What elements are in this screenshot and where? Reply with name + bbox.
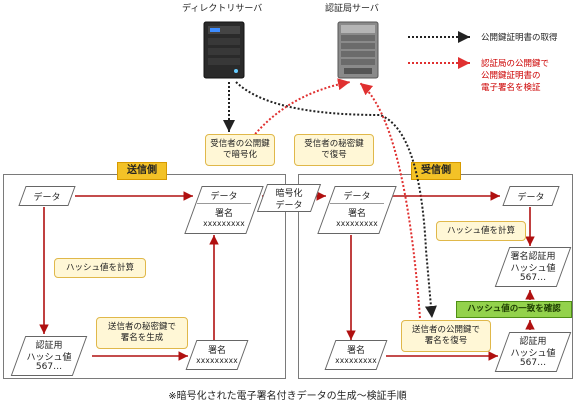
legend-red-line-1: 認証局の公開鍵で	[481, 59, 550, 69]
note-hash-calc-sender: ハッシュ値を計算	[54, 258, 146, 278]
sender-signature: 署名 xxxxxxxxx	[185, 340, 249, 370]
shape-label: 署名	[207, 346, 226, 356]
sender-auth-hash: 認証用 ハッシュ値 567…	[10, 336, 88, 376]
note-line: で復号	[321, 150, 347, 160]
shape-label: 暗号化	[275, 189, 303, 199]
shape-label: 署名	[346, 346, 365, 356]
note-decrypt-with-receiver-private-key: 受信者の秘密鍵 で復号	[294, 134, 374, 166]
shape-label: 署名認証用	[510, 252, 556, 262]
note-encrypt-with-receiver-public-key: 受信者の公開鍵 で暗号化	[205, 134, 275, 166]
shape-label: 567…	[519, 273, 547, 283]
receiver-signature: 署名 xxxxxxxxx	[324, 340, 388, 370]
shape-label: xxxxxxxxx	[196, 356, 238, 365]
shape-label: 認証用	[519, 337, 547, 347]
directory-server-icon	[202, 20, 246, 80]
note-line: 署名を生成	[120, 333, 164, 343]
shape-label: xxxxxxxxx	[203, 219, 245, 228]
note-line: ハッシュ値を計算	[65, 262, 134, 273]
sender-data: データ	[18, 186, 76, 206]
shape-label: ハッシュ値	[510, 264, 556, 274]
note-line: 送信者の秘密鍵で	[107, 322, 176, 333]
note-restore-signature: 送信者の公開鍵で 署名を復号	[401, 320, 491, 352]
shape-label: 567…	[519, 358, 547, 368]
receiver-sign-auth-hash: 署名認証用 ハッシュ値 567…	[494, 247, 572, 287]
ca-server-icon	[336, 20, 380, 80]
shape-label: 567…	[35, 362, 63, 372]
shape-label: 署名	[347, 209, 366, 219]
note-line: 送信者の公開鍵で	[411, 325, 480, 336]
note-line: で暗号化	[222, 150, 257, 160]
hash-match-check: ハッシュ値の一致を確認	[456, 301, 572, 318]
shape-label: データ	[517, 193, 545, 203]
shape-label: 認証用	[35, 341, 63, 351]
shape-label: xxxxxxxxx	[335, 356, 377, 365]
receiver-data-with-signature: データ 署名 xxxxxxxxx	[317, 186, 397, 234]
encrypted-data: 暗号化 データ	[256, 184, 322, 212]
shape-label: 署名	[214, 209, 233, 219]
receiver-auth-hash: 認証用 ハッシュ値 567…	[494, 332, 572, 372]
shape-label: ハッシュ値	[26, 353, 72, 363]
note-line: 署名を復号	[424, 336, 468, 346]
note-line: 受信者の公開鍵	[210, 139, 270, 150]
directory-server-label: ディレクトリサーバ	[182, 4, 263, 14]
note-line: 受信者の秘密鍵	[304, 139, 364, 150]
note-line: ハッシュ値を計算	[446, 225, 515, 236]
shape-label: xxxxxxxxx	[336, 219, 378, 228]
sender-data-with-signature: データ 署名 xxxxxxxxx	[184, 186, 264, 234]
shape-label: データ	[210, 192, 238, 202]
sender-badge: 送信側	[117, 162, 167, 180]
note-generate-signature: 送信者の秘密鍵で 署名を生成	[96, 317, 188, 349]
legend-red-line-2: 公開鍵証明書の	[481, 71, 541, 81]
shape-label: ハッシュ値	[510, 349, 556, 359]
receiver-data: データ	[502, 186, 560, 206]
legend-red-line-3: 電子署名を検証	[481, 83, 541, 93]
legend-black-label: 公開鍵証明書の取得	[481, 33, 558, 43]
receiver-badge: 受信側	[411, 162, 461, 180]
shape-label: データ	[33, 193, 61, 203]
note-hash-calc-receiver: ハッシュ値を計算	[436, 221, 526, 241]
shape-label: データ	[343, 192, 371, 202]
diagram-caption: ※暗号化された電子署名付きデータの生成～検証手順	[168, 391, 407, 402]
ca-server-label: 認証局サーバ	[325, 4, 379, 14]
shape-label: データ	[275, 201, 303, 211]
